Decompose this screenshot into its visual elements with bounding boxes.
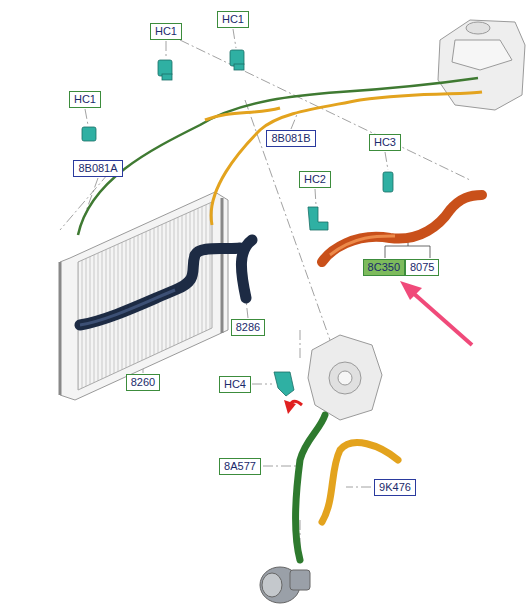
callout-number: HC1 [222, 13, 244, 25]
callout-number: HC3 [374, 136, 396, 148]
callout-number: 8A577 [224, 460, 256, 472]
callout-box: 8075 [405, 259, 439, 276]
callout-box: 8B081B [266, 130, 315, 147]
callout-number: 9K476 [379, 481, 411, 493]
pointer-arrows [284, 281, 472, 414]
callout-number: 8286 [236, 321, 260, 333]
callout-number: 8C350 [368, 261, 400, 273]
callout-box: HC1 [69, 91, 101, 108]
callout-number: HC2 [304, 173, 326, 185]
hose-8c350 [322, 195, 482, 262]
tube-8b081a [78, 78, 478, 235]
callout-number: 8B081A [78, 162, 117, 174]
hose-8a577 [295, 415, 325, 560]
callout-box: 8C350 [363, 259, 405, 276]
callout-number: 8075 [410, 261, 434, 273]
hose-8286 [241, 240, 252, 298]
callout-box: 9K476 [374, 479, 416, 496]
callout-box: HC4 [219, 376, 251, 393]
callout-box: 8286 [231, 319, 265, 336]
callout-box: HC2 [299, 171, 331, 188]
callout-box: HC3 [369, 134, 401, 151]
callout-box: HC1 [217, 11, 249, 28]
engine-housing [308, 335, 382, 420]
callout-box: 8260 [126, 374, 160, 391]
hose-clips [82, 50, 393, 396]
callout-number: HC1 [74, 93, 96, 105]
callout-box: HC1 [150, 23, 182, 40]
callout-box: 8A577 [219, 458, 261, 475]
leader-lines [60, 29, 470, 560]
callout-number: HC4 [224, 378, 246, 390]
callout-box: 8B081A [73, 160, 122, 177]
hose-8260 [80, 248, 240, 325]
radiator [60, 192, 228, 400]
expansion-tank [438, 20, 525, 110]
callout-number: 8B081B [271, 132, 310, 144]
callout-number: HC1 [155, 25, 177, 37]
water-pump [260, 567, 310, 603]
callout-number: 8260 [131, 376, 155, 388]
